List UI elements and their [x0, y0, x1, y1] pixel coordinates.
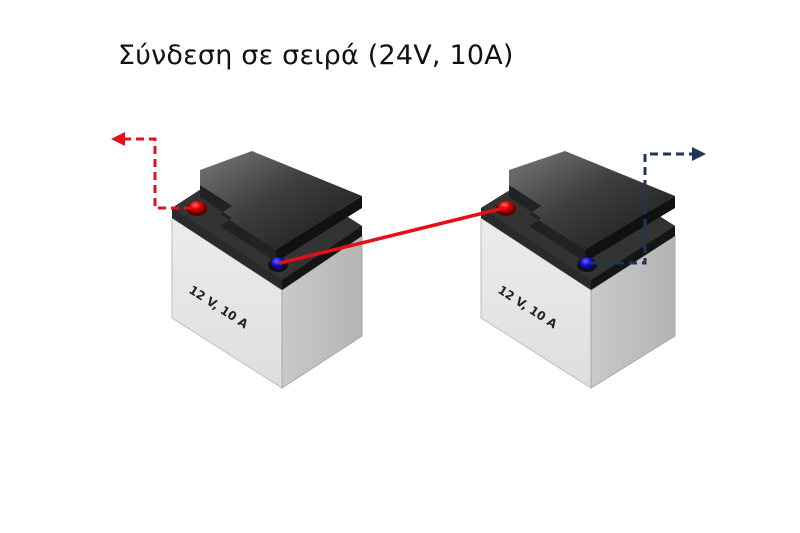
battery-left: 12 V, 10 A — [171, 151, 363, 389]
arrow-left-icon — [111, 132, 125, 146]
battery-left-positive-terminal — [187, 201, 207, 216]
positive-output-lead — [111, 132, 192, 210]
diagram-title: Σύνδεση σε σειρά (24V, 10A) — [118, 40, 514, 71]
series-link-wire — [278, 206, 506, 265]
battery-right: 12 V, 10 A — [480, 151, 676, 389]
arrow-right-icon — [692, 147, 706, 161]
negative-output-lead — [590, 147, 706, 265]
